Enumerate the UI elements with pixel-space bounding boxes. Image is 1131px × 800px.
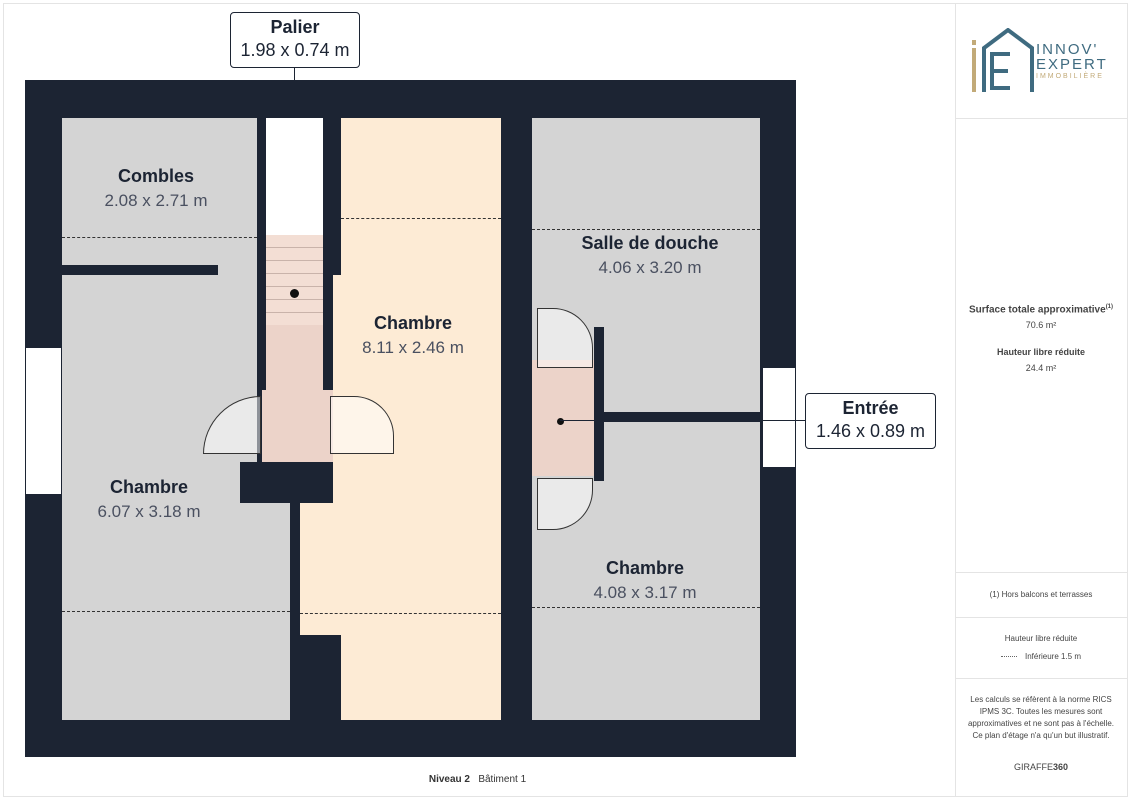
callout-name: Entrée <box>842 398 899 418</box>
logo-text: INNOV' <box>1036 41 1099 58</box>
room-label-chambre-center: Chambre 8.11 x 2.46 m <box>303 313 523 358</box>
window-left <box>25 347 62 495</box>
room-label-chambre-left: Chambre 6.07 x 3.18 m <box>39 477 259 522</box>
low-height-line <box>532 229 760 230</box>
room-dims: 8.11 x 2.46 m <box>362 338 464 357</box>
staircase <box>266 235 323 325</box>
room-name: Combles <box>117 166 195 186</box>
page-frame <box>3 3 1128 797</box>
stair-direction-icon <box>290 289 299 298</box>
height-value: 24.4 m² <box>1025 363 1057 373</box>
wall-block <box>240 462 333 503</box>
callout-entree: Entrée 1.46 x 0.89 m <box>805 393 936 449</box>
callout-line <box>560 420 805 421</box>
divider <box>955 118 1127 119</box>
callout-dims: 1.46 x 0.89 m <box>815 421 926 441</box>
brand: GIRAFFE360 <box>1013 762 1069 772</box>
callout-name: Palier <box>270 17 320 37</box>
logo-text: IMMOBILIÈRE <box>1036 73 1104 80</box>
room-dims: 4.06 x 3.20 m <box>598 258 702 277</box>
room-label-combles: Combles 2.08 x 2.71 m <box>46 166 266 211</box>
dashed-line-icon <box>1000 656 1017 658</box>
height-label: Hauteur libre réduite <box>996 347 1086 357</box>
room-center-ext <box>333 275 343 505</box>
room-dims: 6.07 x 3.18 m <box>97 502 201 521</box>
low-height-line <box>300 613 501 614</box>
window-right <box>762 367 796 468</box>
palier-area <box>262 390 333 462</box>
room-name: Salle de douche <box>581 233 719 253</box>
legend-title: Hauteur libre réduite <box>1004 634 1078 643</box>
legend-item: Inférieure 1.5 m <box>955 650 1127 663</box>
logo-text: EXPERT <box>1036 56 1108 73</box>
room-center-ext2 <box>300 500 345 635</box>
callout-palier: Palier 1.98 x 0.74 m <box>230 12 360 68</box>
divider <box>955 678 1127 679</box>
room-label-salle-de-douche: Salle de douche 4.06 x 3.20 m <box>540 233 760 278</box>
wall-segment <box>605 412 796 422</box>
low-height-line <box>341 218 501 219</box>
building-label: Bâtiment 1 <box>478 774 527 785</box>
logo-mark-icon <box>972 27 1034 92</box>
footer: Niveau 2 Bâtiment 1 <box>0 774 955 785</box>
callout-line <box>294 67 295 117</box>
entree-area <box>532 360 594 476</box>
room-name: Chambre <box>373 313 453 333</box>
callout-dims: 1.98 x 0.74 m <box>240 40 350 60</box>
entry-marker-icon <box>557 418 564 425</box>
sidebar <box>955 3 1127 797</box>
logo: INNOV' EXPERT IMMOBILIÈRE <box>970 27 1110 98</box>
room-name: Chambre <box>605 558 685 578</box>
low-height-line <box>62 237 257 238</box>
wall-segment <box>594 327 604 481</box>
low-height-line <box>62 611 290 612</box>
room-dims: 2.08 x 2.71 m <box>104 191 208 210</box>
surface-value: 70.6 m² <box>1025 320 1057 330</box>
footnote: (1) Hors balcons et terrasses <box>989 590 1093 599</box>
divider <box>955 617 1127 618</box>
stair-void <box>266 118 323 238</box>
room-label-chambre-right: Chambre 4.08 x 3.17 m <box>535 558 755 603</box>
disclaimer: Les calculs se réfèrent à la norme RICS … <box>967 695 1115 740</box>
level-label: Niveau 2 <box>428 774 470 785</box>
wall-segment <box>62 265 218 275</box>
room-name: Chambre <box>109 477 189 497</box>
surface-label: Surface totale approximative(1) <box>968 304 1114 316</box>
low-height-line <box>532 607 760 608</box>
room-dims: 4.08 x 3.17 m <box>593 583 697 602</box>
divider <box>955 572 1127 573</box>
